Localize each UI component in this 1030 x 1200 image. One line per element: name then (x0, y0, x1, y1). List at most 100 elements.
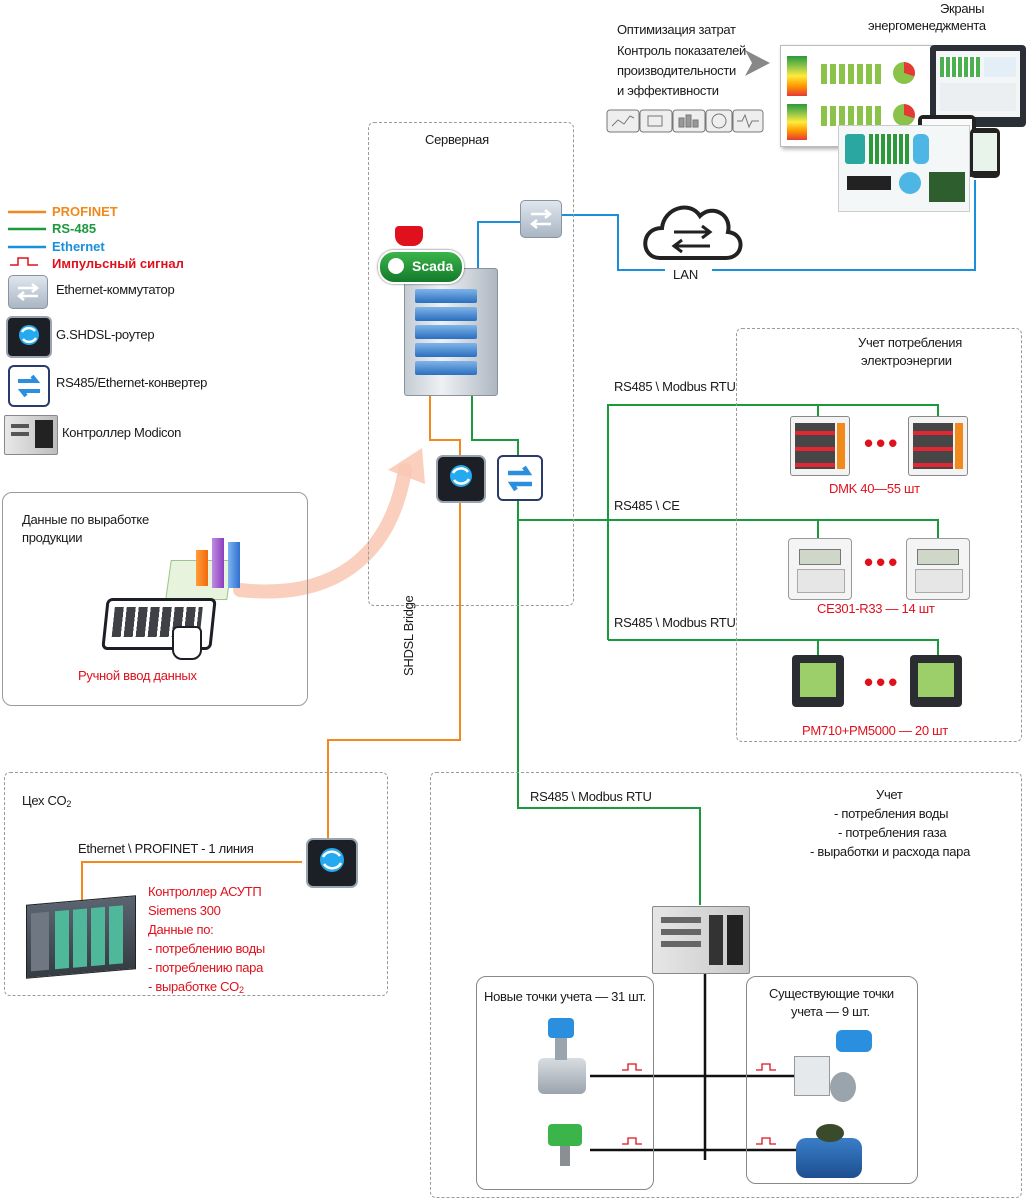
chart-bar-purple (212, 538, 224, 588)
legend-modicon-label: Контроллер Modicon (62, 425, 182, 440)
pm-label: PM710+PM5000 — 20 шт (802, 723, 948, 738)
workshop-line-label: Ethernet \ PROFINET - 1 линия (78, 841, 254, 856)
screens-title-2: энергоменеджмента (868, 18, 986, 33)
legend-profinet-label: PROFINET (52, 204, 118, 219)
legend-converter-label: RS485/Ethernet-конвертер (56, 375, 208, 390)
electricity-box (736, 328, 1022, 742)
electricity-title-2: электроэнергии (861, 353, 952, 368)
existing-points-label-2: учета — 9 шт. (791, 1004, 870, 1019)
profinet-server-router (429, 390, 461, 458)
electricity-title-1: Учет потребления (858, 335, 963, 350)
dashboard-monitor (930, 45, 1026, 127)
server-rack (404, 268, 498, 396)
production-title-1: Данные по выработке (22, 512, 149, 527)
router-icon (6, 316, 52, 358)
dashboard-phone (970, 128, 1000, 178)
accounting-bus-label: RS485 \ Modbus RTU (530, 789, 652, 804)
water-meter-dial (816, 1124, 844, 1142)
manual-input-label: Ручной ввод данных (78, 668, 197, 683)
existing-points-box (746, 976, 918, 1184)
screens-title-1: Экраны (940, 1, 985, 16)
pm-meter-1 (792, 655, 844, 707)
rs485-ce-bus (518, 519, 939, 540)
accounting-title-3: - потребления газа (838, 825, 947, 840)
production-title-2: продукции (22, 530, 83, 545)
legend-router-label: G.SHDSL-роутер (56, 327, 155, 342)
accounting-box (430, 772, 1022, 1198)
optimization-line-4: и эффективности (617, 83, 719, 98)
chevron-right-icon (745, 50, 770, 76)
siemens-line-1: Контроллер АСУТП (148, 884, 262, 899)
new-points-box (476, 976, 654, 1190)
shdsl-bridge-label: SHDSL Bridge (401, 595, 416, 676)
siemens-line-3: Данные по: (148, 922, 214, 937)
optimization-line-3: производительности (617, 63, 736, 78)
rs485-converter (497, 455, 543, 501)
transmitter-stem (560, 1146, 570, 1166)
chart-bar-blue (228, 542, 240, 588)
profinet-shdsl-bridge (327, 498, 461, 840)
workshop-title: Цех CO2 (22, 793, 72, 809)
siemens-line-4: - потреблению воды (148, 941, 265, 956)
steam-flowmeter-body (830, 1072, 856, 1102)
siemens-line-6: - выработке CO2 (148, 979, 244, 995)
rs485-dmk-bus (607, 404, 939, 640)
ce-meter-1 (788, 538, 852, 600)
legend-switch-label: Ethernet-коммутатор (56, 282, 175, 297)
rs485-converter-modicon (517, 498, 701, 905)
dmk-meter-2 (908, 416, 968, 476)
accounting-title-4: - выработки и расхода пара (810, 844, 971, 859)
profinet-router-siemens (81, 861, 302, 915)
hand-pointer-icon (172, 626, 202, 660)
water-meter (796, 1138, 862, 1178)
ce-meter-2 (906, 538, 970, 600)
lan-cloud-icon (643, 205, 743, 260)
dmk-meter-1 (790, 416, 850, 476)
ethernet-switch-lan (562, 214, 665, 271)
siemens-plc (26, 895, 136, 979)
siemens-line-2: Siemens 300 (148, 903, 221, 918)
bus-label-ce: RS485 \ CE (614, 498, 680, 513)
dashboard-screen-2 (838, 125, 970, 212)
bus-label-pm: RS485 \ Modbus RTU (614, 615, 736, 630)
scada-label: Scada (412, 258, 454, 274)
ethernet-lan-screens (712, 180, 976, 271)
flowmeter-head (548, 1018, 574, 1038)
ellipsis-dmk: ••• (864, 428, 901, 458)
rs485-server-converter (471, 392, 519, 455)
ethernet-switch-icon (8, 275, 48, 309)
modicon-controller (652, 906, 750, 974)
legend-rs485-label: RS-485 (52, 221, 97, 236)
server-room-title: Серверная (425, 132, 489, 147)
pressure-transmitter (548, 1124, 582, 1146)
shdsl-router-workshop (306, 838, 358, 888)
shdsl-router-server (436, 455, 486, 503)
ce-label: CE301-R33 — 14 шт (817, 601, 935, 616)
converter-icon (8, 365, 50, 407)
server-room-box (368, 122, 574, 606)
rs485-pm-bus (608, 639, 939, 655)
ellipsis-ce: ••• (864, 547, 901, 577)
legend-pulse-icon (10, 257, 38, 266)
legend-ethernet-label: Ethernet (52, 239, 105, 254)
legend-pulse-label: Импульсный сигнал (52, 256, 184, 271)
pm-meter-2 (910, 655, 962, 707)
analytics-icons (606, 109, 764, 133)
manual-input-arrow (233, 463, 412, 599)
new-points-label: Новые точки учета — 31 шт. (484, 989, 646, 1004)
steam-flowmeter-head (836, 1030, 872, 1052)
ethernet-switch (520, 200, 562, 238)
existing-points-label-1: Существующие точки (769, 986, 894, 1001)
accounting-title-2: - потребления воды (834, 806, 949, 821)
scada-gear-icon (388, 258, 404, 274)
siemens-line-5: - потреблению пара (148, 960, 264, 975)
workshop-box (4, 772, 388, 996)
scada-badge: Scada (378, 250, 464, 284)
accounting-title-1: Учет (876, 787, 903, 802)
production-data-box (2, 492, 308, 706)
optimization-line-1: Оптимизация затрат (617, 22, 736, 37)
gas-meter (794, 1056, 830, 1096)
dmk-label: DMK 40—55 шт (829, 481, 920, 496)
database-icon (395, 226, 423, 246)
